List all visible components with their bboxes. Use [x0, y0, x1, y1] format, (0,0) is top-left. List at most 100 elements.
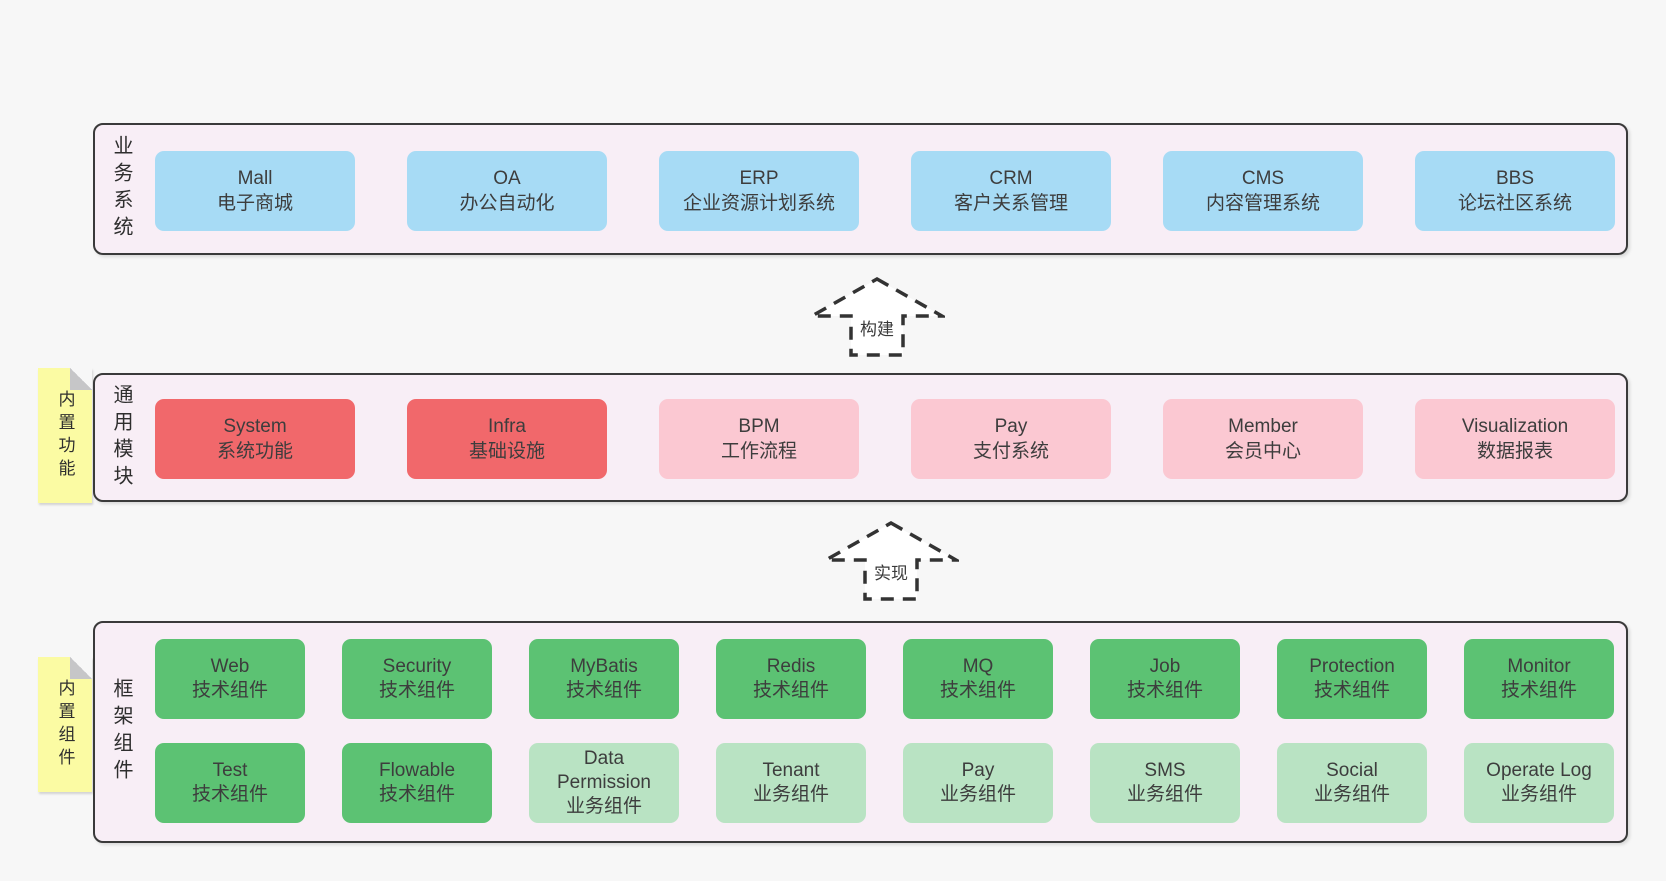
box-subtitle: 技术组件	[191, 784, 268, 805]
box-row: Mall 电子商城 OA 办公自动化 ERP 企业资源计划系统 CRM 客户关系…	[155, 151, 1615, 231]
folded-corner	[70, 657, 92, 679]
box-member: Member 会员中心	[1163, 399, 1363, 479]
box-redis: Redis 技术组件	[716, 639, 866, 719]
box-infra: Infra 基础设施	[407, 399, 607, 479]
box-visualization: Visualization 数据报表	[1415, 399, 1615, 479]
arrow-label: 实现	[874, 564, 908, 583]
box-protection: Protection 技术组件	[1277, 639, 1427, 719]
box-title: Security	[382, 656, 452, 677]
box-title: CRM	[989, 168, 1033, 189]
implement-arrow: 实现	[823, 519, 959, 603]
arrow-label: 构建	[860, 320, 894, 339]
box-row: Test 技术组件 Flowable 技术组件 Data Permission …	[155, 743, 1614, 823]
box-erp: ERP 企业资源计划系统	[659, 151, 859, 231]
box-data-permission: Data Permission 业务组件	[529, 743, 679, 823]
box-subtitle: 技术组件	[565, 680, 642, 701]
box-bpm: BPM 工作流程	[659, 399, 859, 479]
box-subtitle: 会员中心	[1224, 441, 1301, 462]
box-subtitle: 业务组件	[752, 784, 829, 805]
box-subtitle: 业务组件	[1500, 784, 1577, 805]
box-operate-log: Operate Log 业务组件	[1464, 743, 1614, 823]
box-title: Member	[1228, 416, 1298, 437]
box-subtitle: 业务组件	[1313, 784, 1390, 805]
box-subtitle: 客户关系管理	[953, 193, 1068, 214]
box-cms: CMS 内容管理系统	[1163, 151, 1363, 231]
box-title: Pay	[994, 416, 1028, 437]
box-title: Job	[1149, 656, 1181, 677]
box-subtitle: 技术组件	[191, 680, 268, 701]
box-subtitle: 技术组件	[752, 680, 829, 701]
box-mall: Mall 电子商城	[155, 151, 355, 231]
box-title: Mall	[237, 168, 273, 189]
box-monitor: Monitor 技术组件	[1464, 639, 1614, 719]
dashed-up-arrow-icon	[809, 276, 945, 357]
box-sms: SMS 业务组件	[1090, 743, 1240, 823]
box-title: Test	[212, 760, 248, 781]
box-subtitle: 技术组件	[1126, 680, 1203, 701]
box-title: Flowable	[378, 760, 456, 781]
dashed-up-arrow-icon	[823, 520, 959, 601]
box-title: CMS	[1241, 168, 1285, 189]
section-label: 业务系统	[110, 135, 132, 243]
box-subtitle: 内容管理系统	[1205, 193, 1320, 214]
box-oa: OA 办公自动化	[407, 151, 607, 231]
box-subtitle: 办公自动化	[459, 193, 555, 214]
box-bbs: BBS 论坛社区系统	[1415, 151, 1615, 231]
box-mq: MQ 技术组件	[903, 639, 1053, 719]
box-subtitle: 系统功能	[216, 441, 293, 462]
section-label: 通用模块	[110, 383, 132, 492]
box-subtitle: 电子商城	[216, 193, 293, 214]
folded-corner	[70, 368, 92, 390]
box-test: Test 技术组件	[155, 743, 305, 823]
box-title: Data Permission	[557, 748, 651, 793]
box-pay: Pay 支付系统	[911, 399, 1111, 479]
box-subtitle: 技术组件	[1500, 680, 1577, 701]
box-title: Monitor	[1507, 656, 1571, 677]
box-title: Social	[1326, 760, 1378, 781]
box-social: Social 业务组件	[1277, 743, 1427, 823]
box-title: MQ	[962, 656, 994, 677]
box-web: Web 技术组件	[155, 639, 305, 719]
box-subtitle: 工作流程	[720, 441, 797, 462]
section-label: 框架组件	[110, 678, 132, 786]
box-title: Pay	[961, 760, 995, 781]
box-crm: CRM 客户关系管理	[911, 151, 1111, 231]
box-title: Redis	[766, 656, 816, 677]
box-job: Job 技术组件	[1090, 639, 1240, 719]
section-business-systems: 业务系统 Mall 电子商城 OA 办公自动化 ERP 企业资源计划系统 CRM…	[93, 123, 1628, 255]
box-subtitle: 业务组件	[1126, 784, 1203, 805]
box-subtitle: 支付系统	[972, 441, 1049, 462]
box-subtitle: 技术组件	[1313, 680, 1390, 701]
box-subtitle: 企业资源计划系统	[682, 193, 835, 214]
box-row: Web 技术组件 Security 技术组件 MyBatis 技术组件 Redi…	[155, 639, 1614, 719]
box-system: System 系统功能	[155, 399, 355, 479]
build-arrow: 构建	[809, 275, 945, 359]
box-title: SMS	[1144, 760, 1186, 781]
box-pay-biz: Pay 业务组件	[903, 743, 1053, 823]
box-title: Protection	[1309, 656, 1395, 677]
box-subtitle: 技术组件	[378, 680, 455, 701]
box-subtitle: 论坛社区系统	[1457, 193, 1572, 214]
box-row: System 系统功能 Infra 基础设施 BPM 工作流程 Pay 支付系统…	[155, 399, 1615, 479]
section-framework-components: 框架组件 Web 技术组件 Security 技术组件 MyBatis 技术组件…	[93, 621, 1628, 843]
box-subtitle: 数据报表	[1476, 441, 1553, 462]
box-title: Web	[210, 656, 250, 677]
box-subtitle: 基础设施	[468, 441, 545, 462]
tab-label: 内置组件	[55, 678, 75, 771]
box-title: MyBatis	[570, 656, 638, 677]
sticky-tab-built-in-components: 内置组件	[38, 657, 92, 792]
box-security: Security 技术组件	[342, 639, 492, 719]
section-common-modules: 通用模块 System 系统功能 Infra 基础设施 BPM 工作流程 Pay…	[93, 373, 1628, 502]
box-flowable: Flowable 技术组件	[342, 743, 492, 823]
box-title: Visualization	[1461, 416, 1569, 437]
box-title: Infra	[487, 416, 527, 437]
box-title: ERP	[739, 168, 779, 189]
box-tenant: Tenant 业务组件	[716, 743, 866, 823]
box-title: OA	[493, 168, 521, 189]
box-title: BPM	[738, 416, 780, 437]
box-subtitle: 业务组件	[939, 784, 1016, 805]
box-subtitle: 业务组件	[565, 796, 642, 817]
tab-label: 内置功能	[55, 389, 75, 482]
box-subtitle: 技术组件	[378, 784, 455, 805]
box-title: BBS	[1495, 168, 1535, 189]
